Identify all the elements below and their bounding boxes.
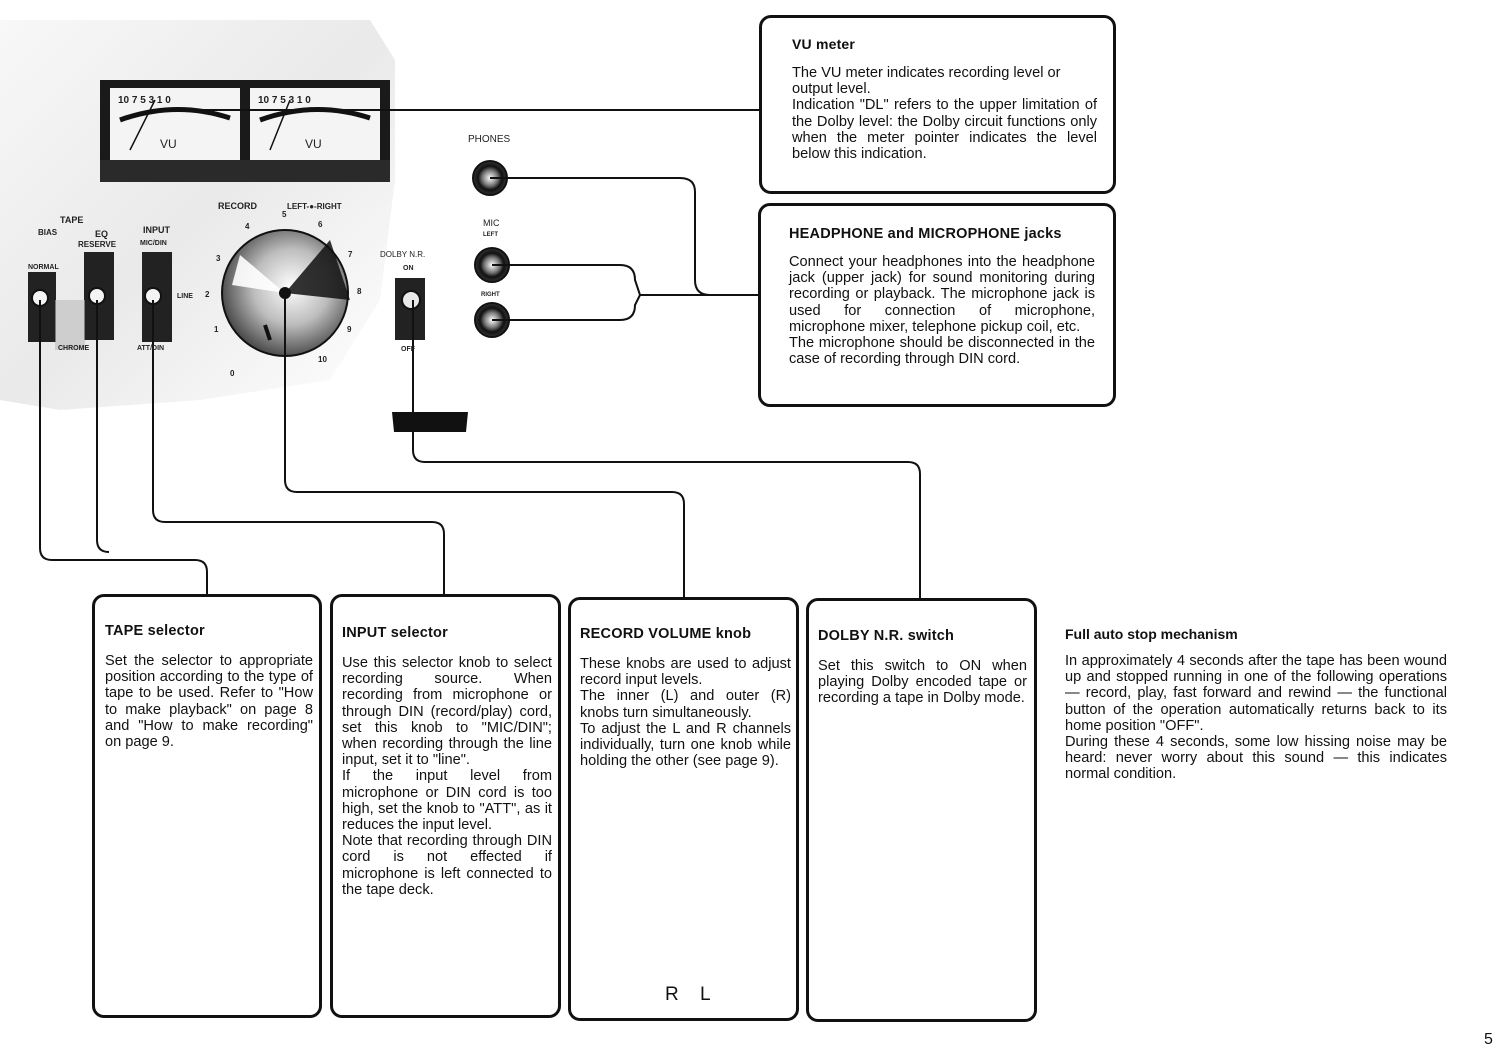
record-volume-text-2: The inner (L) and outer (R) knobs turn s… bbox=[580, 688, 791, 721]
input-selector-text-2: If the input level from microphone or DI… bbox=[342, 768, 552, 834]
input-selector-text-1: Use this selector knob to select recordi… bbox=[342, 655, 552, 769]
vu-meter-text-1: The VU meter indicates recording level o… bbox=[792, 65, 1061, 98]
normal-label: NORMAL bbox=[28, 264, 59, 271]
page-number: 5 bbox=[1484, 1031, 1493, 1048]
tape-selector-title: TAPE selector bbox=[105, 623, 205, 639]
full-auto-stop-text-2: During these 4 seconds, some low hissing… bbox=[1065, 734, 1447, 783]
vu-scale-right: 10 7 5 3 1 0 bbox=[258, 95, 311, 106]
mic-din-label: MIC/DIN bbox=[140, 240, 167, 247]
mic-label: MIC bbox=[483, 218, 500, 228]
att-din-label: ATT/DIN bbox=[137, 345, 165, 352]
knob-scale-6: 6 bbox=[318, 220, 323, 229]
transport-button bbox=[392, 412, 468, 432]
knob-label-l: L bbox=[700, 984, 711, 1005]
phones-label: PHONES bbox=[468, 134, 511, 145]
leader-lines bbox=[39, 109, 921, 600]
record-volume-title: RECORD VOLUME knob bbox=[580, 626, 752, 642]
record-label: RECORD bbox=[218, 201, 258, 211]
dolby-off-label: OFF bbox=[401, 346, 415, 353]
bias-label: BIAS bbox=[38, 228, 58, 237]
tape-selector-callout: TAPE selector Set the selector to approp… bbox=[92, 594, 322, 1018]
input-label: INPUT bbox=[143, 225, 170, 235]
tape-selector-text: Set the selector to appropriate position… bbox=[105, 653, 313, 751]
eq-label: EQ bbox=[95, 229, 109, 239]
knob-scale-4: 4 bbox=[245, 222, 250, 231]
vu-meter-text-2: Indication "DL" refers to the upper limi… bbox=[792, 97, 1097, 163]
dolby-switch-text: Set this switch to ON when playing Dolby… bbox=[818, 658, 1027, 707]
input-selector-text-3: Note that recording through DIN cord is … bbox=[342, 833, 552, 898]
vu-meter-callout: VU meter The VU meter indicates recordin… bbox=[759, 15, 1116, 194]
dolby-nr-label: DOLBY N.R. bbox=[380, 250, 426, 259]
record-volume-text-3: To adjust the L and R channels individua… bbox=[580, 720, 791, 770]
dolby-switch-title: DOLBY N.R. switch bbox=[818, 628, 955, 644]
full-auto-stop-section: Full auto stop mechanism In approximatel… bbox=[1065, 626, 1447, 783]
jacks-text-2: The microphone should be disconnected in… bbox=[789, 335, 1095, 368]
chrome-label: CHROME bbox=[58, 345, 90, 352]
vu-meter-left-base bbox=[150, 130, 205, 155]
vu-label-left: VU bbox=[160, 137, 177, 151]
full-auto-stop-text-1: In approximately 4 seconds after the tap… bbox=[1065, 653, 1447, 734]
dolby-switch-callout: DOLBY N.R. switch Set this switch to ON … bbox=[806, 598, 1037, 1022]
reserve-label: RESERVE bbox=[78, 240, 117, 249]
jacks-callout: HEADPHONE and MICROPHONE jacks Connect y… bbox=[758, 203, 1116, 407]
vu-scale-left: 10 7 5 3 1 0 bbox=[118, 95, 171, 106]
line-label: LINE bbox=[177, 293, 193, 300]
tape-label: TAPE bbox=[60, 215, 84, 225]
jacks-text-1: Connect your headphones into the headpho… bbox=[789, 254, 1095, 335]
dolby-on-label: ON bbox=[403, 265, 414, 272]
record-volume-callout: RECORD VOLUME knob These knobs are used … bbox=[568, 597, 799, 1021]
knob-scale-3: 3 bbox=[216, 254, 221, 263]
record-volume-text-1: These knobs are used to adjust record in… bbox=[580, 656, 791, 689]
jacks-title: HEADPHONE and MICROPHONE jacks bbox=[789, 226, 1062, 242]
full-auto-stop-title: Full auto stop mechanism bbox=[1065, 626, 1238, 642]
knob-scale-8: 8 bbox=[357, 287, 362, 296]
vu-meter-title: VU meter bbox=[792, 36, 856, 52]
left-right-label: LEFT-●-RIGHT bbox=[287, 202, 342, 211]
mic-left-label: LEFT bbox=[483, 232, 498, 238]
knob-scale-10: 10 bbox=[318, 355, 327, 364]
mic-right-label: RIGHT bbox=[481, 292, 500, 298]
knob-scale-5: 5 bbox=[282, 210, 287, 219]
knob-scale-7: 7 bbox=[348, 250, 353, 259]
knob-scale-2: 2 bbox=[205, 290, 210, 299]
vu-label-right: VU bbox=[305, 137, 322, 151]
knob-label-r: R bbox=[665, 984, 679, 1005]
knob-scale-9: 9 bbox=[347, 325, 352, 334]
knob-scale-1: 1 bbox=[214, 325, 219, 334]
input-selector-callout: INPUT selector Use this selector knob to… bbox=[330, 594, 561, 1018]
knob-scale-0: 0 bbox=[230, 369, 235, 378]
input-selector-title: INPUT selector bbox=[342, 625, 448, 641]
vu-meter-right-base bbox=[290, 130, 345, 155]
bias-switch-slot bbox=[28, 272, 56, 342]
